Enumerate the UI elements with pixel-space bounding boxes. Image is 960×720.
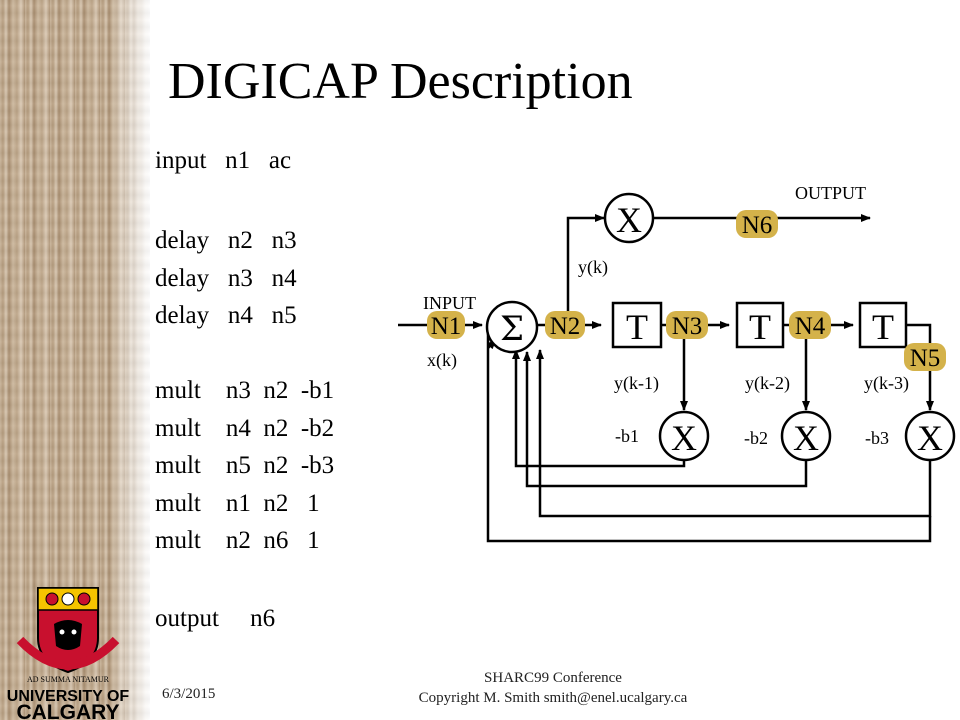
logo-line1: UNIVERSITY OF xyxy=(7,688,130,705)
delay-symbol: T xyxy=(626,307,648,347)
output-multiplier xyxy=(603,192,655,244)
input-label: INPUT xyxy=(423,293,476,313)
b2-label: -b2 xyxy=(744,428,768,448)
feedback-line xyxy=(536,349,932,518)
node-n5-label: N5 xyxy=(910,345,941,372)
iir-filter-diagram: Σ X T T T X X X OUTPUT INPUT x(k) y(k) y… xyxy=(398,183,956,543)
output-label: OUTPUT xyxy=(795,183,866,203)
footer-conference: SHARC99 Conference xyxy=(484,670,622,686)
mult-symbol: X xyxy=(793,418,819,458)
feedforward-line xyxy=(566,214,605,325)
delay-symbol: T xyxy=(872,307,894,347)
node-tag-bg xyxy=(904,343,946,371)
node-tag-bg xyxy=(545,311,585,339)
code-line: delay n4 n5 xyxy=(155,302,297,329)
sum-symbol: Σ xyxy=(500,309,524,349)
slide-date: 6/3/2015 xyxy=(162,686,216,702)
yk1-label: y(k-1) xyxy=(614,373,659,394)
code-line: mult n3 n2 -b1 xyxy=(155,377,335,404)
node-n4-label: N4 xyxy=(795,313,826,340)
code-line: input n1 ac xyxy=(155,147,292,174)
node-tag-bg xyxy=(736,210,778,238)
feedback-line xyxy=(512,349,686,468)
yk2-label: y(k-2) xyxy=(745,373,790,394)
code-line: mult n1 n2 1 xyxy=(155,490,320,517)
footer-copyright: Copyright M. Smith smith@enel.ucalgary.c… xyxy=(418,690,688,706)
coef-multiplier xyxy=(904,410,956,462)
node-tag-bg xyxy=(427,311,465,339)
mult-symbol: X xyxy=(616,200,642,240)
delay-symbol: T xyxy=(749,307,771,347)
slide-footer: SHARC99 Conference Copyright M. Smith sm… xyxy=(380,668,726,708)
summer-node xyxy=(485,300,539,354)
delay-block xyxy=(611,301,663,349)
node-tag-bg xyxy=(789,311,831,339)
node-n3-label: N3 xyxy=(672,313,703,340)
code-line: delay n3 n4 xyxy=(155,265,297,292)
node-n2-label: N2 xyxy=(550,313,581,340)
node-n1-label: N1 xyxy=(431,313,462,340)
signal-line xyxy=(906,323,934,411)
yk3-label: y(k-3) xyxy=(864,373,909,394)
code-line: delay n2 n3 xyxy=(155,227,297,254)
coef-multiplier xyxy=(658,410,710,462)
b3-label: -b3 xyxy=(865,428,889,448)
wood-sidebar xyxy=(0,0,150,720)
node-n6-label: N6 xyxy=(742,212,773,239)
xk-label: x(k) xyxy=(427,350,457,371)
university-logo: AD SUMMA NITAMUR UNIVERSITY OF CALGARY xyxy=(7,587,130,720)
yk-label: y(k) xyxy=(578,257,608,278)
logo-motto: AD SUMMA NITAMUR xyxy=(27,675,110,684)
code-line: mult n4 n2 -b2 xyxy=(155,415,335,442)
slide-title: DIGICAP Description xyxy=(168,53,633,110)
code-line: mult n2 n6 1 xyxy=(155,527,320,554)
feedback-line xyxy=(523,351,808,488)
node-tag-bg xyxy=(666,311,708,339)
code-line: output n6 xyxy=(155,605,276,632)
code-line: mult n5 n2 -b3 xyxy=(155,452,335,479)
logo-line2: CALGARY xyxy=(16,701,119,720)
delay-block xyxy=(858,301,908,349)
mult-symbol: X xyxy=(917,418,943,458)
delay-block xyxy=(735,301,785,349)
b1-label: -b1 xyxy=(615,426,639,446)
mult-symbol: X xyxy=(671,418,697,458)
coef-multiplier xyxy=(780,410,832,462)
